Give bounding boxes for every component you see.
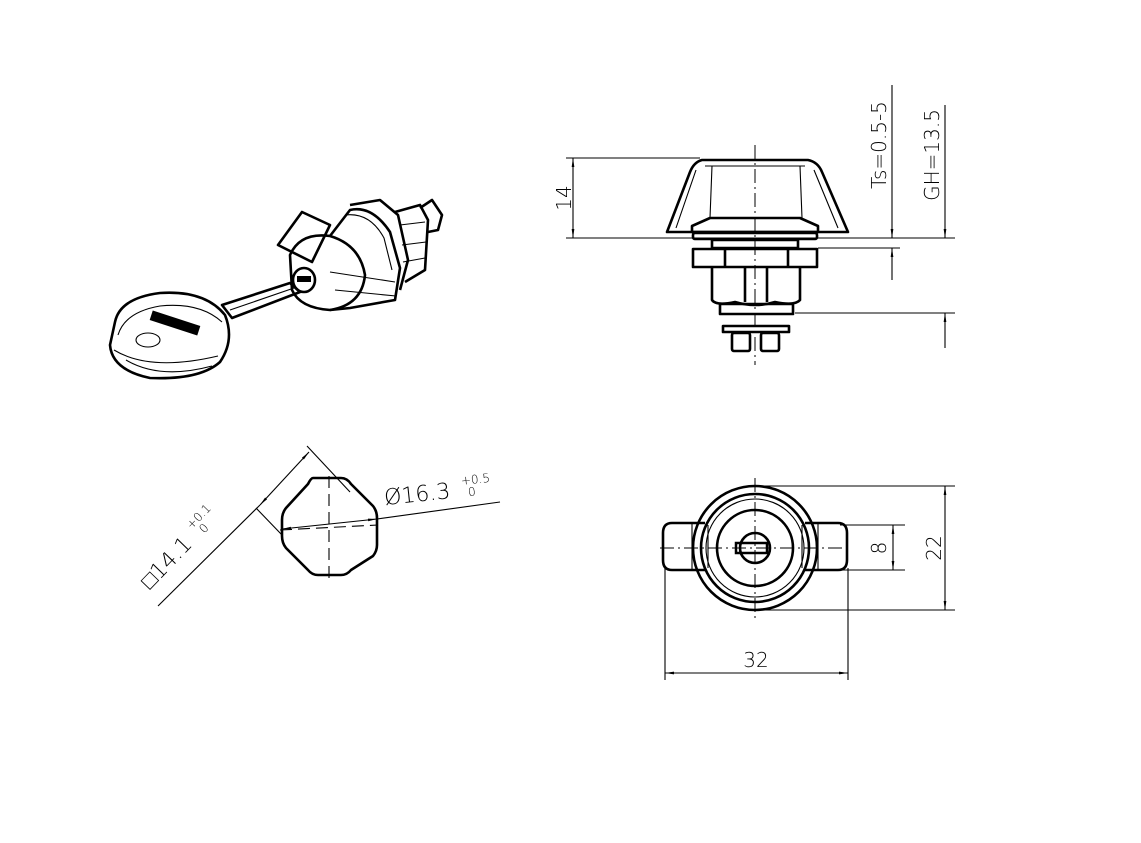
dim-diameter-label: Ø16.3 (383, 479, 452, 511)
dim-ts-label: Ts=0.5-5 (867, 101, 891, 189)
dim-wing-label: 8 (867, 542, 891, 555)
dim-diameter-tol-lower: 0 (467, 484, 476, 499)
lock-body (276, 198, 444, 312)
dim-square-tol-lower: 0 (196, 521, 211, 536)
dim-line-diameter (281, 518, 378, 530)
key (108, 281, 302, 380)
side-view: 14 Ts=0.5-5 GH=13.5 (552, 85, 955, 365)
dim-line-square (259, 451, 310, 506)
dim-square-group: □14.1 +0.1 0 (136, 501, 213, 594)
isometric-lock-view (108, 198, 444, 380)
dim-gh-label: GH=13.5 (920, 109, 944, 201)
dim-height-label: 14 (552, 185, 576, 210)
dim-front-height-label: 22 (922, 535, 946, 560)
dim-square-label: □14.1 (136, 532, 197, 594)
front-view: 22 8 32 (660, 478, 955, 680)
dim-diameter-tol-upper: +0.5 (460, 471, 490, 488)
dim-width-label: 32 (743, 648, 768, 672)
cutout-view: □14.1 +0.1 0 Ø16.3 +0.5 0 (136, 445, 501, 607)
